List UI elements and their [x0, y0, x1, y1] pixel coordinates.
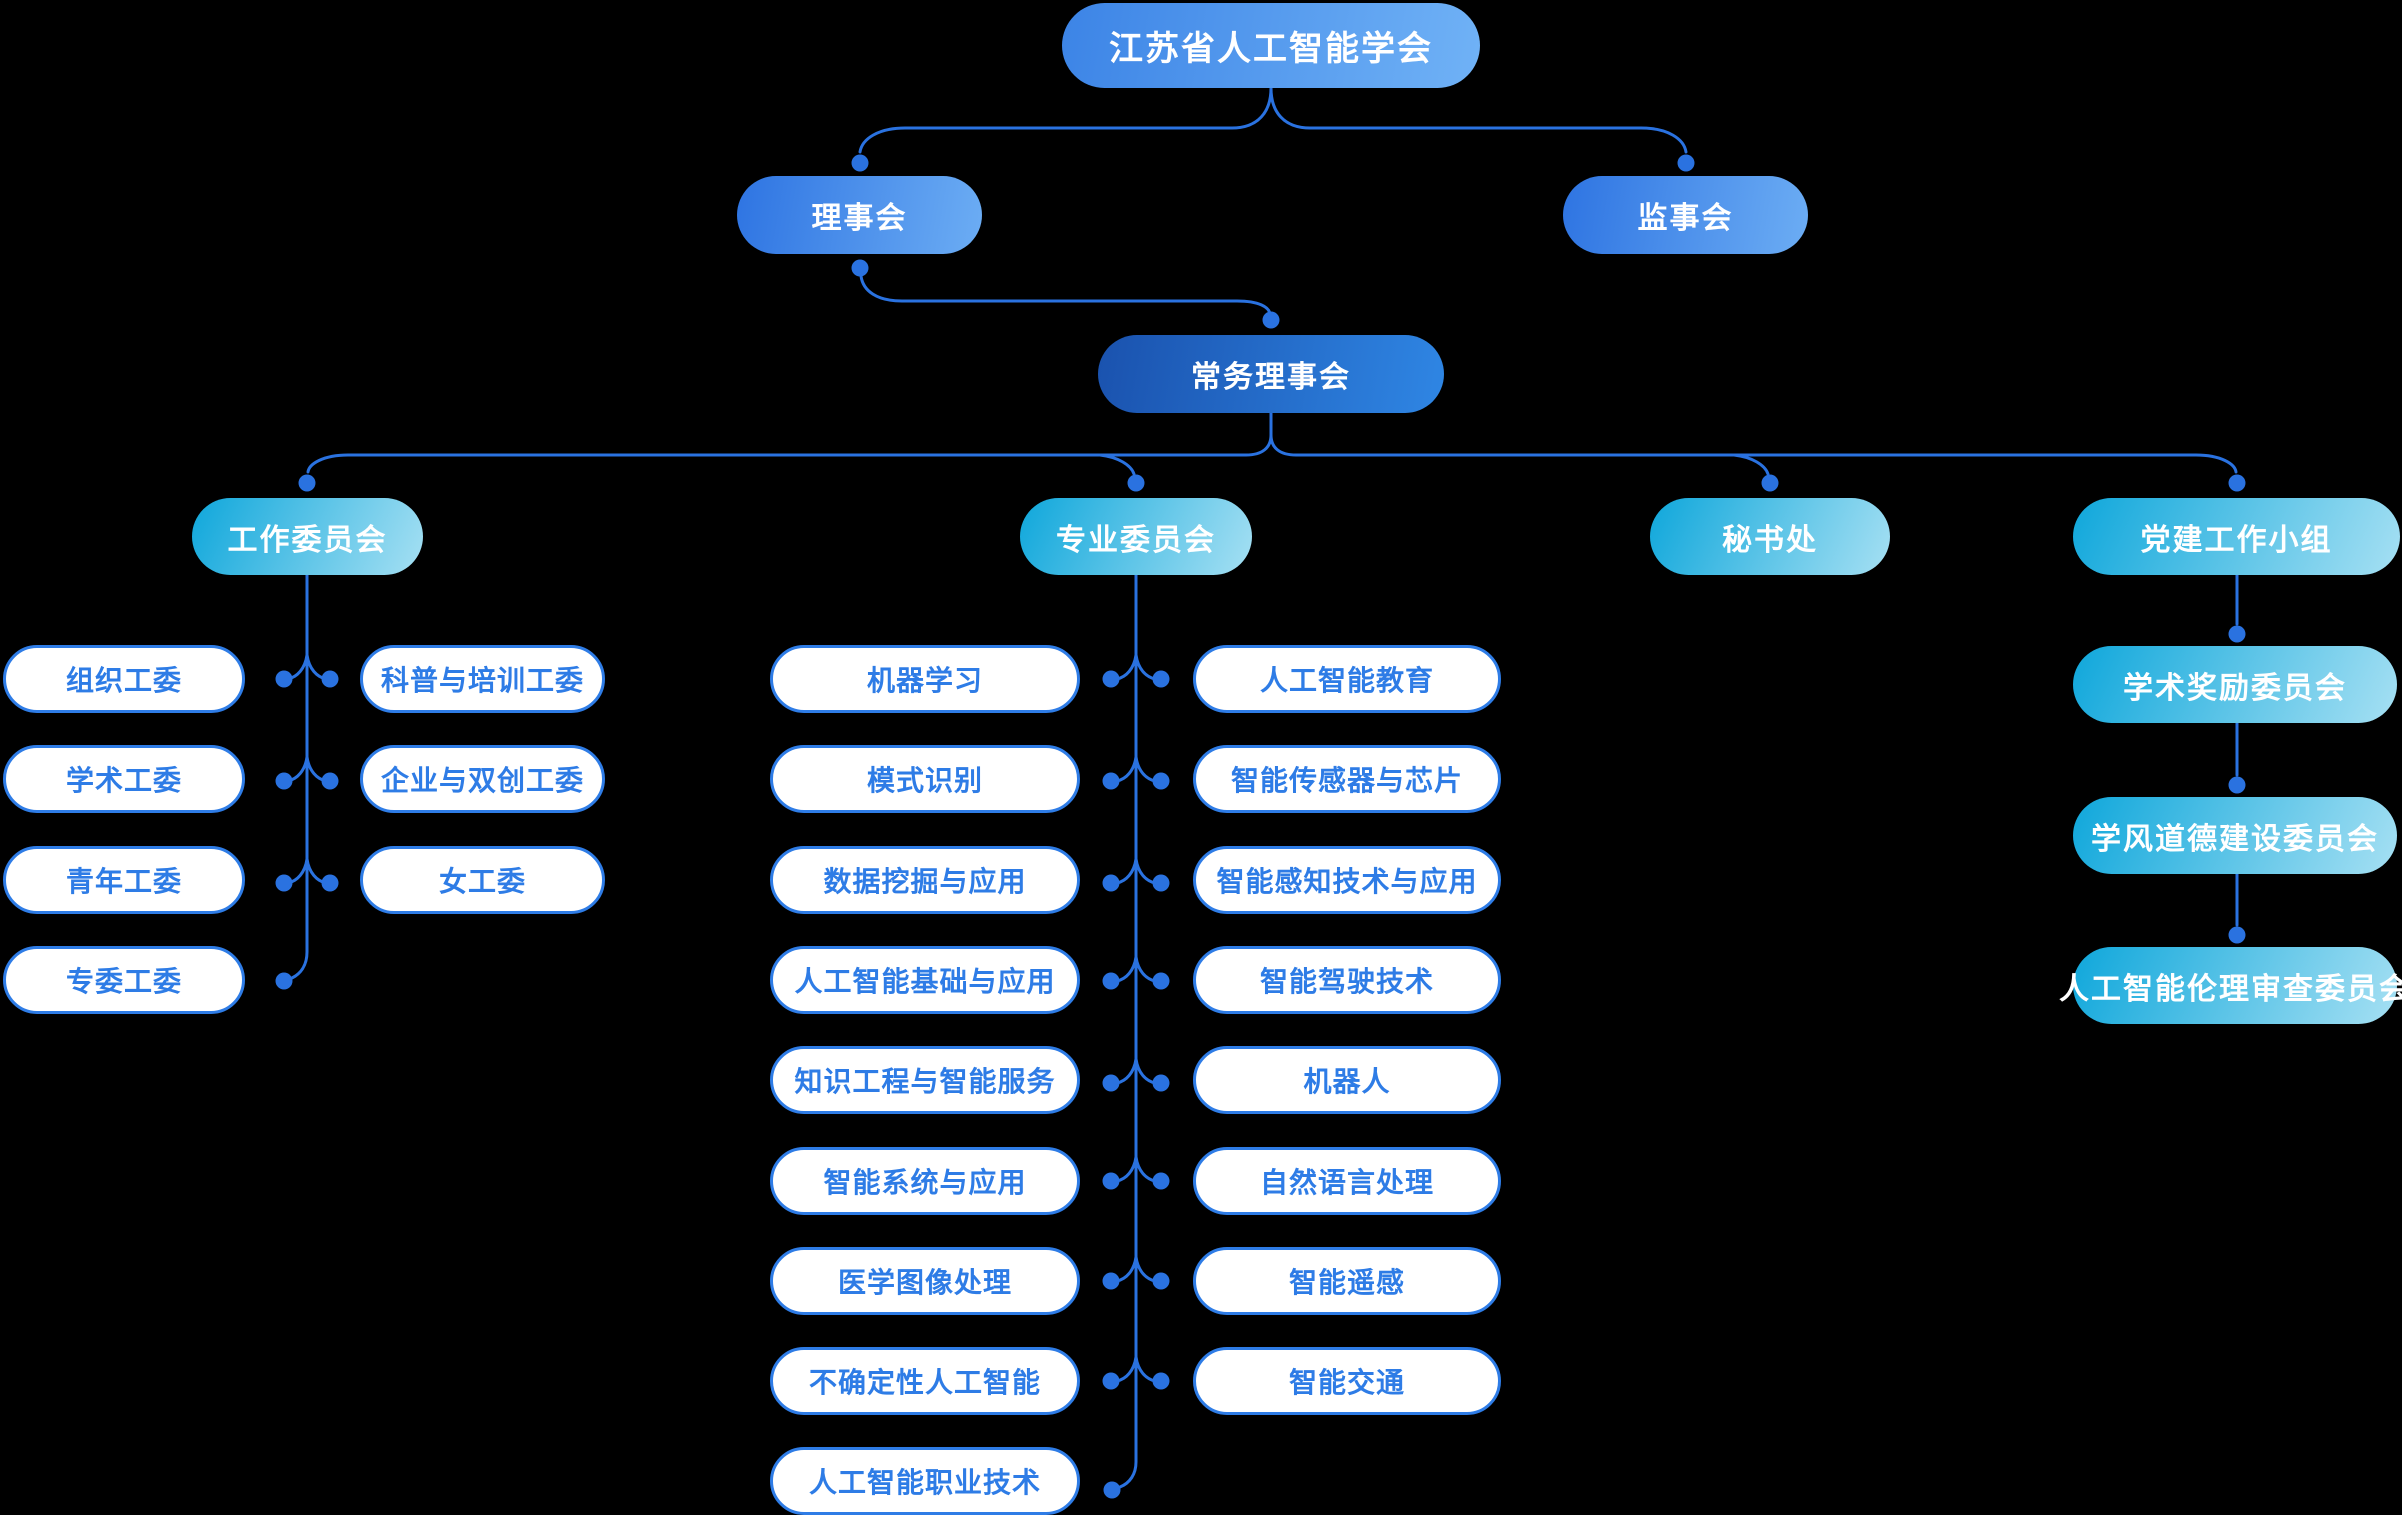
connector-dot: [1102, 1272, 1120, 1290]
connector-line: [1115, 1255, 1138, 1283]
connector-line: [1134, 653, 1157, 681]
professional-committee-item: 智能系统与应用: [770, 1147, 1080, 1215]
connector-dot: [1102, 874, 1120, 892]
connector-line: [1134, 1057, 1157, 1085]
professional-committee-item: 模式识别: [770, 745, 1080, 813]
work-committee-item: 企业与双创工委: [360, 745, 605, 813]
connector-dot: [1677, 154, 1695, 172]
node-working-committee: 工作委员会: [192, 498, 423, 575]
connector-dot: [1103, 1481, 1121, 1499]
work-committee-item: 青年工委: [3, 846, 245, 914]
connector-line: [1134, 755, 1157, 783]
connector-dot: [1262, 311, 1280, 329]
connector-dot: [1102, 1074, 1120, 1092]
connector-dot: [1102, 670, 1120, 688]
professional-committee-item: 人工智能职业技术: [770, 1447, 1080, 1515]
professional-committee-item: 人工智能教育: [1193, 645, 1501, 713]
connector-line: [1134, 857, 1157, 885]
node-professional-committee: 专业委员会: [1020, 498, 1252, 575]
connector-dot: [1102, 1172, 1120, 1190]
connector-dot: [1152, 772, 1170, 790]
node-secretariat: 秘书处: [1650, 498, 1890, 575]
connector-dot: [2228, 625, 2246, 643]
connector-dot: [1152, 1074, 1170, 1092]
connector-dot: [1152, 874, 1170, 892]
connector-dot: [1102, 1372, 1120, 1390]
connector-dot: [851, 154, 869, 172]
connector-line: [1115, 1057, 1138, 1085]
connector-line: [1732, 453, 1770, 476]
connector-dot: [275, 670, 293, 688]
professional-committee-item: 自然语言处理: [1193, 1147, 1501, 1215]
professional-committee-item: 智能遥感: [1193, 1247, 1501, 1315]
node-party-group: 党建工作小组: [2073, 498, 2400, 575]
connector-dot: [275, 874, 293, 892]
connector-dot: [851, 259, 869, 277]
professional-committee-item: 数据挖掘与应用: [770, 846, 1080, 914]
connector-line: [1118, 573, 1138, 1489]
connector-dot: [2228, 776, 2246, 794]
connector-line: [1134, 955, 1157, 983]
connector-dot: [2228, 474, 2246, 492]
connector-dot: [321, 670, 339, 688]
connector-line: [1115, 955, 1138, 983]
professional-committee-item: 智能感知技术与应用: [1193, 846, 1501, 914]
connector-dot: [1102, 972, 1120, 990]
professional-committee-item: 智能驾驶技术: [1193, 946, 1501, 1014]
connector-line: [1115, 1155, 1138, 1183]
connector-dot: [1152, 670, 1170, 688]
work-committee-item: 科普与培训工委: [360, 645, 605, 713]
connector-dot: [1152, 1272, 1170, 1290]
party-committee-item: 人工智能伦理审查委员会: [2059, 947, 2402, 1024]
professional-committee-item: 智能传感器与芯片: [1193, 745, 1501, 813]
professional-committee-item: 机器学习: [770, 645, 1080, 713]
connector-line: [1134, 1355, 1157, 1383]
professional-committee-item: 不确定性人工智能: [770, 1347, 1080, 1415]
party-committee-item: 学术奖励委员会: [2073, 646, 2397, 723]
connector-dot: [1152, 1372, 1170, 1390]
work-committee-item: 学术工委: [3, 745, 245, 813]
connector-dot: [1761, 474, 1779, 492]
connector-line: [1115, 857, 1138, 885]
connector-line: [1098, 453, 1136, 476]
connector-line: [1134, 1155, 1157, 1183]
connector-dot: [275, 772, 293, 790]
professional-committee-item: 人工智能基础与应用: [770, 946, 1080, 1014]
professional-committee-item: 知识工程与智能服务: [770, 1046, 1080, 1114]
connector-line: [1269, 433, 2238, 474]
connector-line: [1134, 1255, 1157, 1283]
connector-dot: [298, 474, 316, 492]
work-committee-item: 组织工委: [3, 645, 245, 713]
connector-dot: [275, 972, 293, 990]
connector-dot: [1102, 772, 1120, 790]
connector-line: [1115, 1355, 1138, 1383]
connector-line: [858, 86, 1273, 154]
connector-line: [1115, 755, 1138, 783]
node-society: 江苏省人工智能学会: [1062, 3, 1480, 88]
work-committee-item: 专委工委: [3, 946, 245, 1014]
connector-line: [290, 573, 309, 980]
connector-dot: [321, 874, 339, 892]
node-supervisory-board: 监事会: [1563, 176, 1808, 254]
party-committee-item: 学风道德建设委员会: [2073, 797, 2397, 874]
connector-dot: [1152, 1172, 1170, 1190]
connector-line: [1269, 86, 1688, 154]
connector-dot: [321, 772, 339, 790]
connector-line: [306, 411, 1273, 474]
node-standing-council: 常务理事会: [1098, 335, 1444, 413]
connector-line: [859, 274, 1272, 316]
work-committee-item: 女工委: [360, 846, 605, 914]
node-council: 理事会: [737, 176, 982, 254]
professional-committee-item: 智能交通: [1193, 1347, 1501, 1415]
professional-committee-item: 医学图像处理: [770, 1247, 1080, 1315]
connector-dot: [1127, 474, 1145, 492]
connector-line: [1115, 653, 1138, 681]
connector-dot: [2228, 926, 2246, 944]
professional-committee-item: 机器人: [1193, 1046, 1501, 1114]
connector-dot: [1152, 972, 1170, 990]
